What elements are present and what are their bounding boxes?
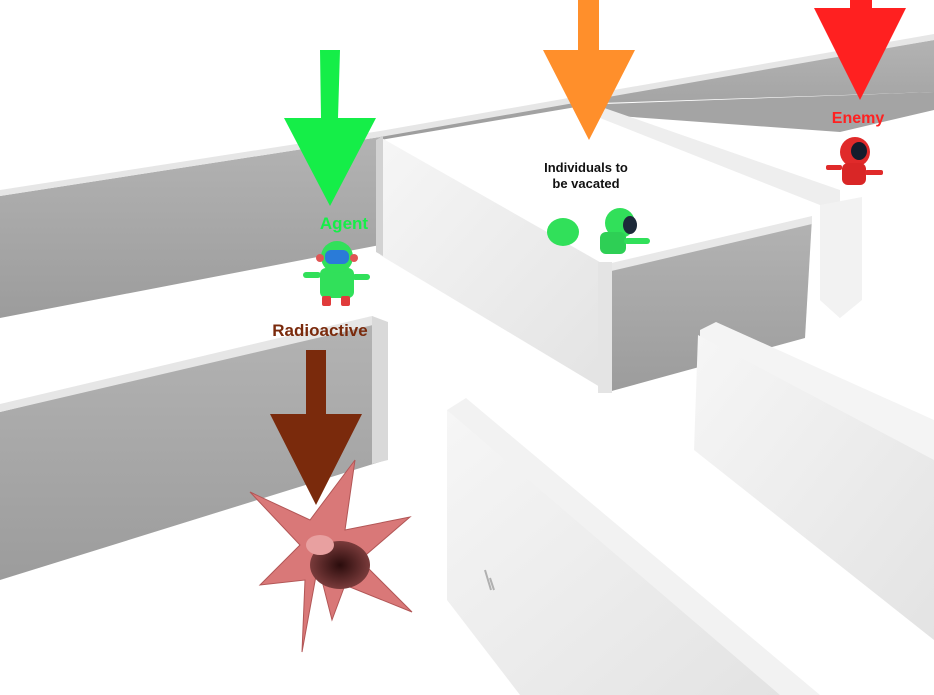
enclosure-walls	[376, 103, 862, 393]
left-front-wall	[0, 316, 388, 580]
agent-label: Agent	[319, 214, 369, 233]
middle-wall	[447, 398, 820, 695]
radioactive-label: Radioactive	[272, 321, 368, 340]
agent-arrow	[284, 50, 376, 206]
spiky-hazard-icon	[249, 459, 413, 653]
evacuee-robots	[547, 208, 650, 254]
individuals-label: Individuals to be vacated	[544, 160, 628, 191]
right-wall	[694, 322, 934, 640]
enemy-arrow	[814, 0, 906, 100]
agent-robot	[303, 241, 370, 306]
enemy-robot	[826, 137, 883, 185]
individuals-arrow	[543, 0, 635, 140]
back-wall	[0, 34, 934, 318]
radioactive-arrow	[270, 350, 362, 505]
enemy-label: Enemy	[831, 110, 885, 127]
